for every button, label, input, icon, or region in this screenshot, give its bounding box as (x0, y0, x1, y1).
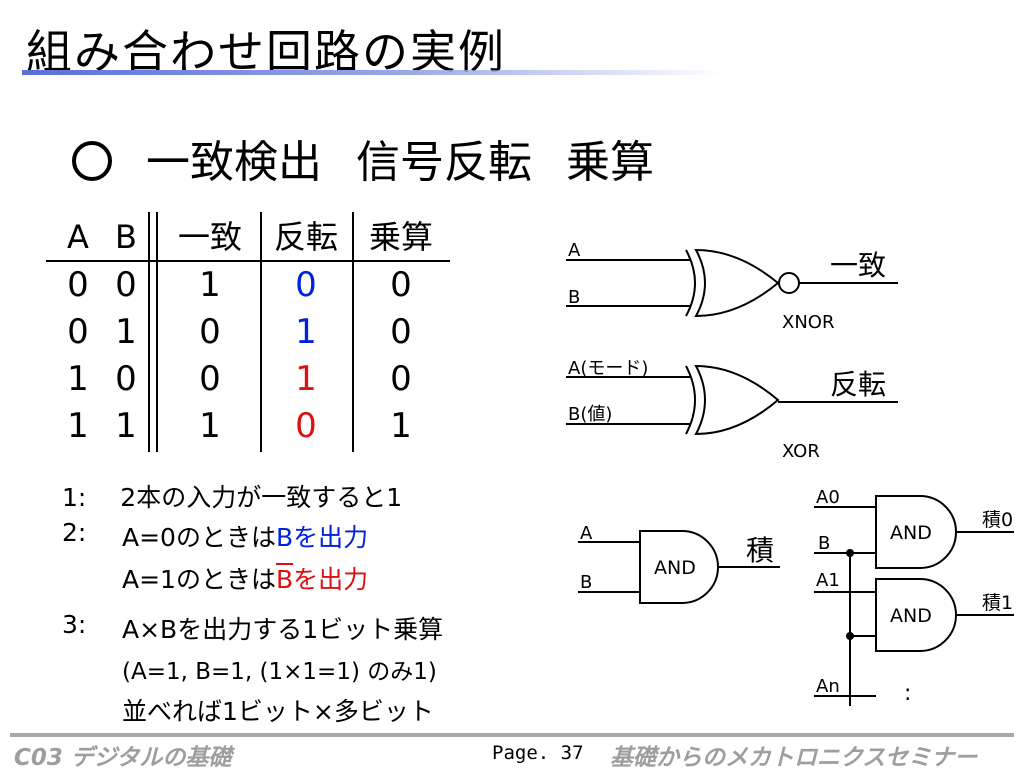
note-2-line-1-text: A=0のときは (122, 523, 276, 552)
table-cell: 1 (115, 312, 137, 352)
and-gate-0-name: AND (890, 522, 932, 544)
table-header-multiply: 乗算 (368, 218, 433, 256)
heading-item-invert: 信号反転 (356, 137, 532, 188)
note-1-number: 1: (62, 483, 87, 512)
note-2-line-1: A=0のときはBを出力 (122, 518, 368, 554)
and-gate-0-body (875, 495, 957, 569)
multi-label-a1: A1 (816, 570, 840, 591)
and-gate-1-name: AND (890, 605, 932, 627)
xor-label-a: A(モード) (568, 358, 648, 379)
and-gate-name: AND (654, 557, 696, 579)
table-cell: 1 (115, 406, 137, 446)
xnor-label-a: A (568, 240, 581, 261)
table-cell: 0 (199, 359, 221, 399)
table-double-rule-right (156, 212, 158, 452)
xnor-gate-name: XNOR (782, 312, 834, 333)
and-output-label: 積 (746, 534, 774, 567)
table-header-rule (46, 260, 450, 262)
and-gate-1-body (875, 578, 957, 652)
table-cell: 1 (390, 406, 412, 446)
heading-item-match: 一致検出 (146, 137, 322, 188)
xnor-gate-body (694, 248, 780, 318)
title-underline (22, 70, 722, 75)
and-gate-body (639, 530, 719, 604)
note-2-line-2-text: A=1のときは (122, 565, 276, 594)
table-cell: 0 (390, 265, 412, 305)
xnor-circuit (566, 248, 898, 318)
footer-rule (10, 733, 1014, 737)
table-rule (352, 212, 354, 452)
xor-gate-body (694, 364, 780, 436)
table-cell: 1 (199, 265, 221, 305)
table-cell: 0 (199, 312, 221, 352)
note-3-line-2: (A=1, B=1, (1×1=1) のみ1) (122, 659, 437, 685)
table-double-rule-left (148, 212, 150, 452)
table-cell: 0 (115, 359, 137, 399)
section-heading: 一致検出信号反転乗算 (72, 126, 654, 190)
table-cell: 0 (390, 359, 412, 399)
table-cell: 1 (67, 359, 89, 399)
table-cell: 1 (295, 312, 317, 352)
table-cell: 1 (199, 406, 221, 446)
table-header-match: 一致 (177, 218, 242, 256)
table-cell: 0 (295, 265, 317, 305)
xor-extra-curve (685, 365, 696, 435)
multi-label-a0: A0 (816, 487, 840, 508)
note-2-line-2: A=1のときはBを出力 (122, 560, 368, 596)
note-3-line-3: 並べれば1ビット×多ビット (122, 697, 434, 726)
circle-bullet-icon (72, 141, 112, 181)
note-1-text: 2本の入力が一致すると1 (120, 483, 403, 512)
multi-label-b: B (818, 533, 830, 554)
table-cell: 0 (295, 406, 317, 446)
note-2-number: 2: (62, 518, 87, 547)
table-cell: 0 (390, 312, 412, 352)
multi-label-an: An (816, 676, 840, 697)
junction-dot-icon (846, 549, 854, 557)
table-header-a: A (67, 218, 89, 256)
footer-seminar-title: 基礎からのメカトロニクスセミナー (610, 745, 978, 771)
junction-dot-icon (846, 632, 854, 640)
xor-gate-name: XOR (782, 441, 820, 462)
and-label-a: A (580, 523, 593, 544)
note-2-line-2-highlight: を出力 (293, 565, 369, 594)
table-cell: 1 (295, 359, 317, 399)
xor-label-b: B(値) (568, 404, 612, 425)
note-3-line-1: A×Bを出力する1ビット乗算 (122, 615, 444, 644)
xnor-bubble-icon (778, 272, 800, 294)
xnor-label-b: B (568, 287, 580, 308)
table-cell: 0 (115, 265, 137, 305)
table-header-b: B (115, 218, 137, 256)
table-rule (260, 212, 262, 452)
note-3-number: 3: (62, 610, 87, 639)
note-2-line-1-highlight: Bを出力 (275, 523, 369, 552)
multi-output-1: 積1 (982, 592, 1013, 614)
xor-circuit (566, 364, 898, 436)
multi-output-0: 積0 (982, 509, 1013, 531)
and-circuit (578, 530, 780, 604)
table-cell: 0 (67, 265, 89, 305)
heading-item-multiply: 乗算 (566, 137, 654, 188)
note-2-line-2-bar-b: B (275, 565, 294, 594)
table-header-invert: 反転 (273, 218, 338, 256)
table-cell: 1 (67, 406, 89, 446)
xnor-output-label: 一致 (830, 249, 886, 282)
xnor-extra-curve (685, 249, 696, 317)
and-label-b: B (580, 572, 592, 593)
continuation-dots: : (904, 681, 911, 706)
footer-page-number: Page. 37 (492, 742, 584, 764)
table-cell: 0 (67, 312, 89, 352)
xor-output-label: 反転 (830, 368, 886, 401)
footer-course-title: C03 デジタルの基礎 (14, 745, 232, 771)
multi-bit-circuit (814, 495, 1014, 706)
note-1: 1: 2本の入力が一致すると1 (62, 478, 402, 514)
